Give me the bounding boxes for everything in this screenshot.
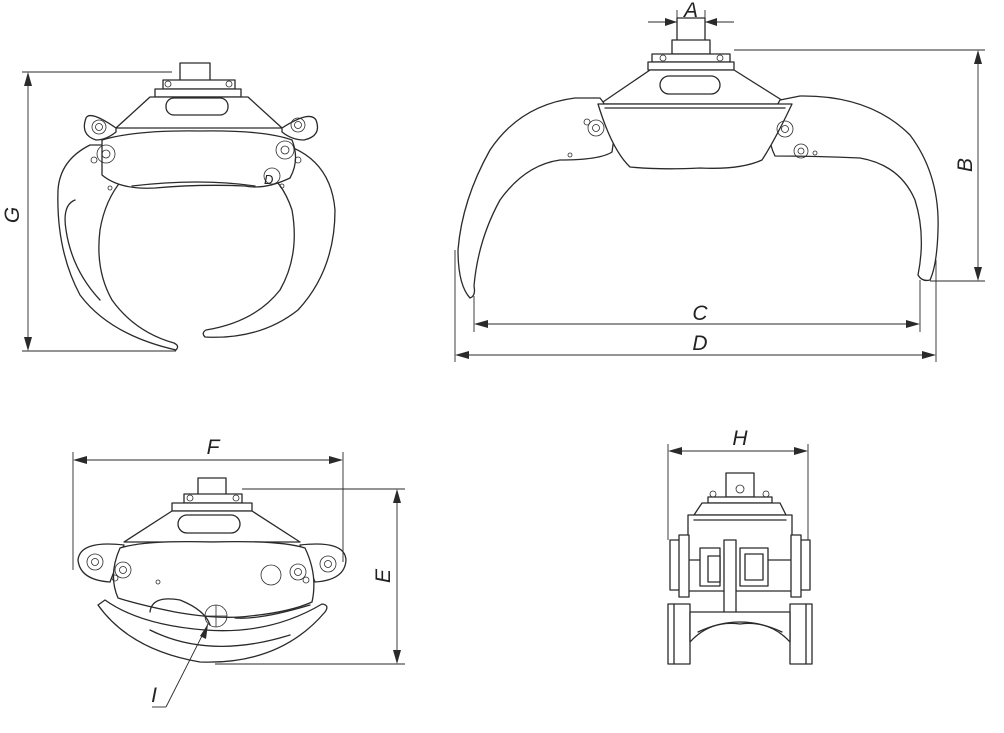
side-view-closed: D (57, 62, 336, 351)
dimension-e: E (215, 488, 405, 665)
dimension-a: A (648, 0, 734, 40)
dimension-d: D (454, 250, 937, 362)
dimension-d-label: D (692, 332, 707, 355)
end-view (667, 472, 813, 665)
dimension-g: G (1, 71, 176, 352)
front-view-open (457, 17, 939, 299)
front-view-closed (77, 477, 347, 663)
dimension-h: H (667, 427, 809, 540)
dimension-h-label: H (732, 427, 748, 450)
dimension-c: C (473, 280, 921, 332)
dimension-b: B (734, 49, 985, 282)
dimension-i-label: I (151, 684, 157, 707)
dimension-c-label: C (692, 302, 708, 325)
dimension-f-label: F (207, 436, 221, 459)
dimension-b-label: B (954, 158, 977, 172)
dimension-f: F (72, 436, 344, 570)
dimension-e-label: E (372, 568, 395, 583)
leader-i: I (151, 623, 209, 708)
dimension-a-label: A (682, 0, 698, 22)
dimension-g-label: G (1, 207, 24, 223)
part-label-d: D (264, 172, 273, 187)
